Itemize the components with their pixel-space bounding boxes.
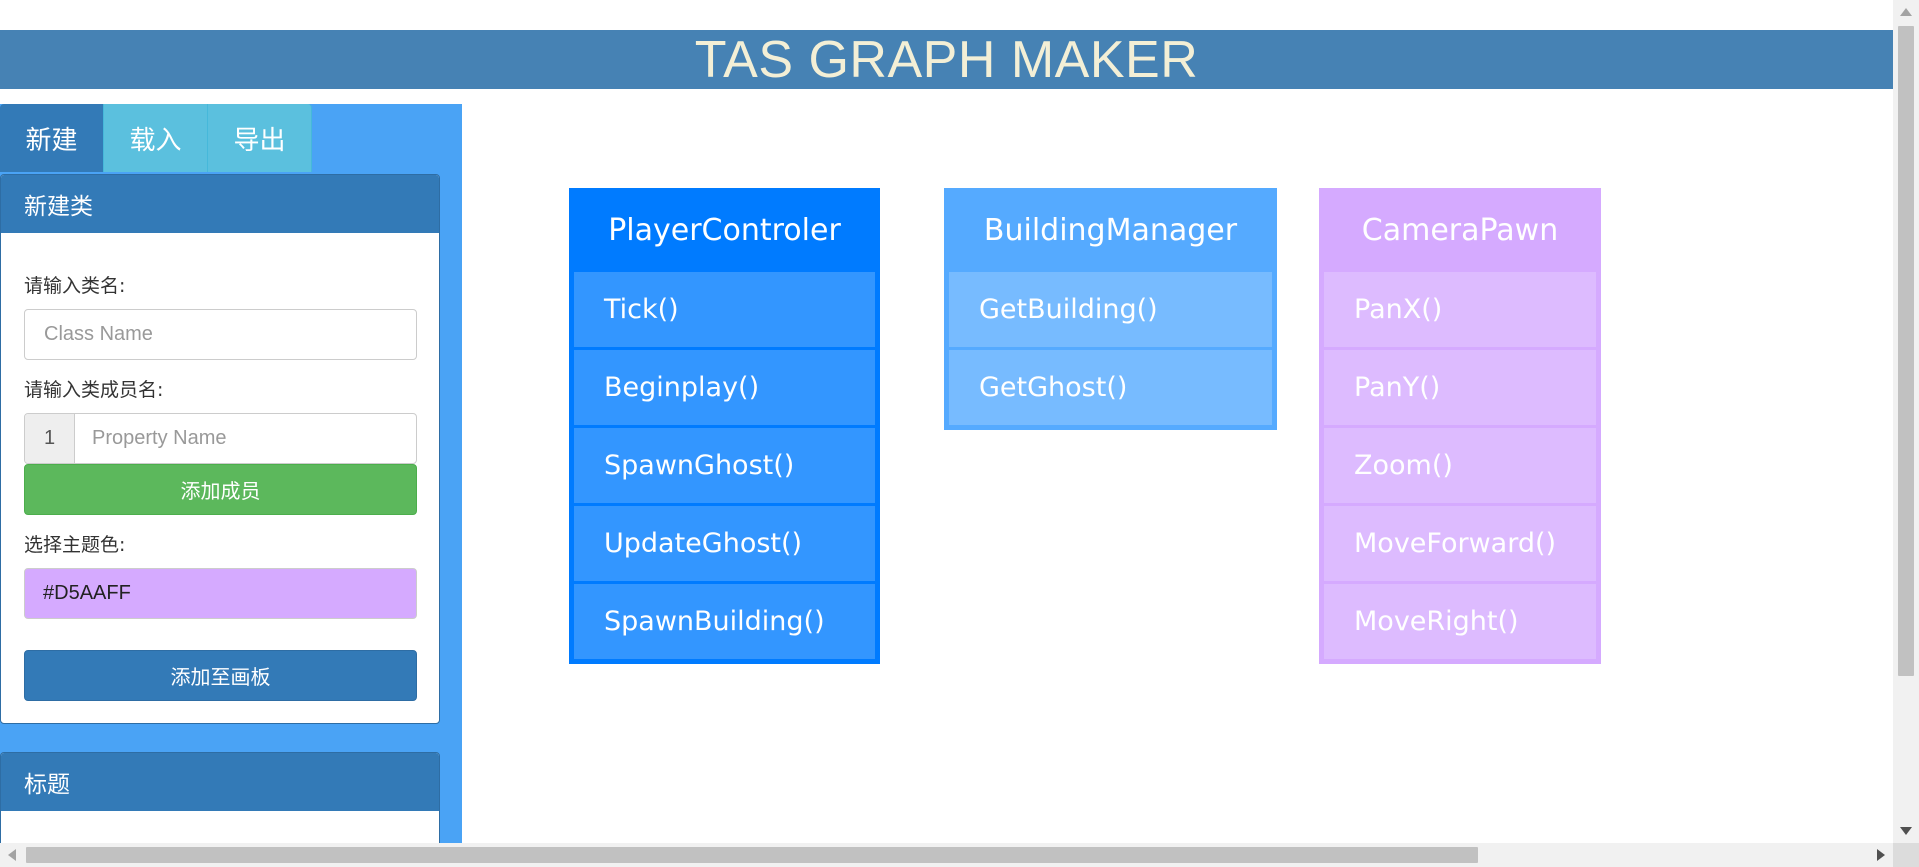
class-member-row[interactable]: Beginplay()	[574, 350, 875, 425]
class-box[interactable]: BuildingManager GetBuilding()GetGhost()	[944, 188, 1277, 430]
class-box[interactable]: PlayerControler Tick()Beginplay()SpawnGh…	[569, 188, 880, 664]
tab-load[interactable]: 载入	[104, 104, 208, 172]
scroll-left-arrow-icon[interactable]	[8, 849, 16, 861]
class-member-row[interactable]: MoveRight()	[1324, 584, 1596, 659]
horizontal-scroll-thumb[interactable]	[26, 847, 1478, 863]
class-member-row[interactable]: Zoom()	[1324, 428, 1596, 503]
class-member-row[interactable]: PanX()	[1324, 272, 1596, 347]
tab-new[interactable]: 新建	[0, 104, 104, 172]
class-members: PanX()PanY()Zoom()MoveForward()MoveRight…	[1319, 272, 1601, 659]
class-title: CameraPawn	[1319, 188, 1601, 272]
class-name-input[interactable]: Class Name	[24, 309, 417, 360]
property-name-input[interactable]: Property Name	[92, 427, 227, 449]
sidebar-tabs: 新建 载入 导出	[0, 104, 312, 172]
scrollbar-corner	[1893, 843, 1919, 867]
new-class-panel-heading: 新建类	[1, 175, 439, 233]
class-members: GetBuilding()GetGhost()	[944, 272, 1277, 425]
class-member-row[interactable]: Tick()	[574, 272, 875, 347]
class-member-row[interactable]: SpawnGhost()	[574, 428, 875, 503]
title-panel: 标题	[0, 752, 440, 843]
vertical-scroll-thumb[interactable]	[1898, 26, 1914, 676]
class-member-row[interactable]: PanY()	[1324, 350, 1596, 425]
sidebar: 新建 载入 导出 新建类 请输入类名: Class Name 请输入类成员名: …	[0, 104, 462, 843]
vertical-scrollbar[interactable]	[1893, 0, 1919, 843]
add-member-button[interactable]: 添加成员	[24, 464, 417, 515]
new-class-panel: 新建类 请输入类名: Class Name 请输入类成员名: 1 Propert…	[0, 174, 440, 724]
horizontal-scrollbar[interactable]	[0, 843, 1893, 867]
member-name-label: 请输入类成员名:	[24, 379, 164, 401]
class-member-row[interactable]: SpawnBuilding()	[574, 584, 875, 659]
title-panel-heading: 标题	[1, 753, 439, 811]
app-header: TAS GRAPH MAKER	[0, 30, 1893, 89]
theme-color-label: 选择主题色:	[24, 534, 126, 556]
class-member-row[interactable]: GetBuilding()	[949, 272, 1272, 347]
tab-export[interactable]: 导出	[208, 104, 312, 172]
class-name-label: 请输入类名:	[24, 275, 126, 297]
add-to-canvas-button[interactable]: 添加至画板	[24, 650, 417, 701]
scroll-right-arrow-icon[interactable]	[1877, 849, 1885, 861]
class-member-row[interactable]: MoveForward()	[1324, 506, 1596, 581]
theme-color-input[interactable]: #D5AAFF	[24, 568, 417, 619]
member-index-addon: 1	[25, 414, 75, 463]
app-title: TAS GRAPH MAKER	[694, 30, 1199, 89]
class-member-row[interactable]: UpdateGhost()	[574, 506, 875, 581]
canvas[interactable]: PlayerControler Tick()Beginplay()SpawnGh…	[462, 89, 1893, 843]
class-member-row[interactable]: GetGhost()	[949, 350, 1272, 425]
class-title: BuildingManager	[944, 188, 1277, 272]
scroll-up-arrow-icon[interactable]	[1900, 8, 1912, 16]
class-box[interactable]: CameraPawn PanX()PanY()Zoom()MoveForward…	[1319, 188, 1601, 664]
scroll-down-arrow-icon[interactable]	[1900, 827, 1912, 835]
class-title: PlayerControler	[569, 188, 880, 272]
member-input-group: 1 Property Name	[24, 413, 417, 464]
class-members: Tick()Beginplay()SpawnGhost()UpdateGhost…	[569, 272, 880, 659]
